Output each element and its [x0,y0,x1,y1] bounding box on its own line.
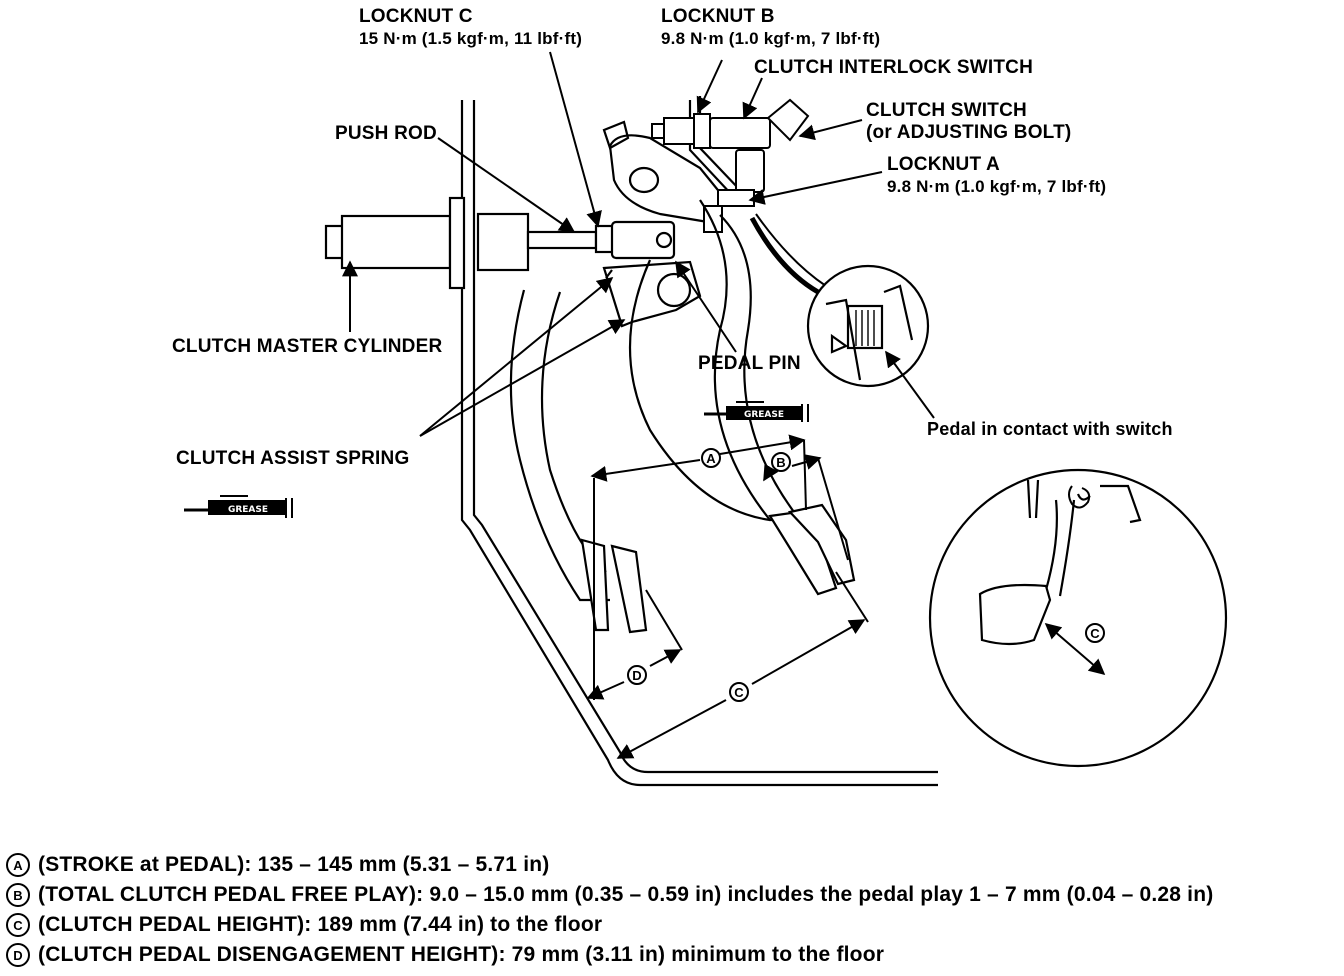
locknut-b-title: LOCKNUT B [661,6,775,27]
locknut-c-spec: 15 N·m (1.5 kgf·m, 11 lbf·ft) [359,29,583,48]
legend-mark-d: D [6,943,30,967]
push-rod-clevis [594,220,676,260]
legend-row-b: B (TOTAL CLUTCH PEDAL FREE PLAY): 9.0 – … [6,880,1340,910]
clutch-master-cylinder-label: CLUTCH MASTER CYLINDER [172,336,443,357]
locknut-a-spec: 9.8 N·m (1.0 kgf·m, 7 lbf·ft) [887,177,1107,196]
leader-lines [342,51,883,437]
legend-row-c: C (CLUTCH PEDAL HEIGHT): 189 mm (7.44 in… [6,910,1340,940]
locknut-b-arrow [696,59,723,114]
legend-mark-b: B [6,883,30,907]
locknut-b-label: LOCKNUT B 9.8 N·m (1.0 kgf·m, 7 lbf·ft) [661,6,880,50]
dimension-legend: A (STROKE at PEDAL): 135 – 145 mm (5.31 … [6,850,1340,970]
grease-icon: GREASE [704,401,809,422]
dimension-lines [586,434,869,759]
clutch-pedal-depressed [509,289,648,634]
dimension-markers: A B D C [627,448,791,702]
dimension-mark-c: C [734,685,744,700]
detail-view-pedal-height [928,468,1228,768]
detail-c-arrow [1044,622,1106,676]
detail-c-marker-ring [1085,623,1105,643]
clutch-pedal-arm [628,199,856,596]
clutch-interlock-switch [651,98,810,149]
detail-c-mark: C [1090,626,1100,641]
svg-text:GREASE: GREASE [228,505,268,515]
dimension-mark-d: D [632,668,641,683]
clutch-switch-label: CLUTCH SWITCH (or ADJUSTING BOLT) [866,100,1071,144]
assist-spring-link [602,260,702,328]
legend-text-b: (TOTAL CLUTCH PEDAL FREE PLAY): 9.0 – 15… [38,883,1214,906]
svg-text:GREASE: GREASE [744,410,784,420]
clutch-master-cylinder [324,196,598,290]
legend-mark-a: A [6,853,30,877]
clutch-switch-title: CLUTCH SWITCH [866,100,1027,121]
locknut-a-label: LOCKNUT A 9.8 N·m (1.0 kgf·m, 7 lbf·ft) [887,154,1106,198]
locknut-b-spec: 9.8 N·m (1.0 kgf·m, 7 lbf·ft) [661,29,881,48]
locknut-a-title: LOCKNUT A [887,154,1000,175]
locknut-c-label: LOCKNUT C 15 N·m (1.5 kgf·m, 11 lbf·ft) [359,6,582,50]
detail-pointer-arrow [885,350,935,419]
clutch-switch-sub: (or ADJUSTING BOLT) [866,122,1072,143]
dimension-mark-b: B [776,455,785,470]
legend-row-a: A (STROKE at PEDAL): 135 – 145 mm (5.31 … [6,850,1340,880]
grease-icon: GREASE [184,495,293,518]
locknut-c-title: LOCKNUT C [359,6,473,27]
firewall-floor [460,100,938,787]
clutch-assist-spring-label: CLUTCH ASSIST SPRING [176,448,410,469]
pedal-contact-label: Pedal in contact with switch [927,419,1173,439]
legend-row-d: D (CLUTCH PEDAL DISENGAGEMENT HEIGHT): 7… [6,940,1340,970]
legend-text-d: (CLUTCH PEDAL DISENGAGEMENT HEIGHT): 79 … [38,943,885,966]
push-rod-label: PUSH ROD [335,123,437,144]
dimension-mark-a: A [706,451,716,466]
clutch-interlock-switch-label: CLUTCH INTERLOCK SWITCH [754,57,1034,78]
legend-text-a: (STROKE at PEDAL): 135 – 145 mm (5.31 – … [38,853,550,876]
legend-text-c: (CLUTCH PEDAL HEIGHT): 189 mm (7.44 in) … [38,913,603,936]
pedal-pin-label: PEDAL PIN [698,353,801,374]
legend-mark-c: C [6,913,30,937]
